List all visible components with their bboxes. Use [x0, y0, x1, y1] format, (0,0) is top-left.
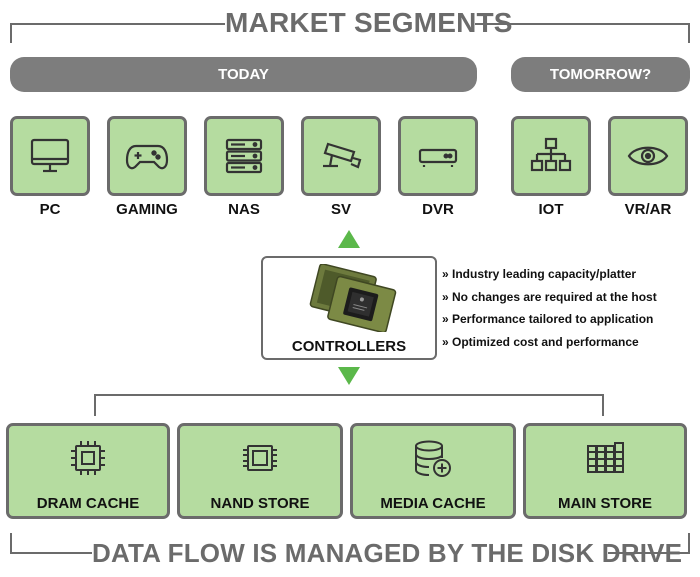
- segment-label-dvr: DVR: [422, 201, 454, 218]
- arrow-down-icon: [338, 367, 360, 385]
- controllers-label: CONTROLLERS: [291, 338, 407, 355]
- data-flow-title: DATA FLOW IS MANAGED BY THE DISK DRIVE: [92, 535, 682, 571]
- memory-chip-icon: [243, 445, 277, 471]
- benefit-item: » No changes are required at the host: [442, 289, 657, 304]
- controllers-box: CONTROLLERS: [261, 256, 437, 360]
- segment-label-nas: NAS: [228, 201, 260, 218]
- arrow-up-icon: [338, 230, 360, 248]
- segment-label-sv: SV: [330, 201, 351, 218]
- flow-media-cache: MEDIA CACHE: [350, 423, 516, 519]
- segment-label-gaming: GAMING: [116, 201, 178, 218]
- flow-label-dram-cache: DRAM CACHE: [36, 495, 140, 512]
- controller-chips-image: [309, 264, 397, 332]
- segment-vr-ar: [608, 116, 688, 196]
- segment-pc: [10, 116, 90, 196]
- chip-icon: [71, 441, 105, 475]
- segment-label-pc: PC: [39, 201, 61, 218]
- flow-label-nand-store: NAND STORE: [210, 495, 310, 512]
- benefit-item: » Industry leading capacity/platter: [442, 267, 637, 281]
- eye-icon: [627, 146, 669, 166]
- segment-dvr: [398, 116, 478, 196]
- server-rack-icon: [225, 138, 263, 174]
- network-hierarchy-icon: [530, 137, 572, 172]
- benefit-item: » Performance tailored to application: [442, 312, 654, 326]
- flow-label-main-store: MAIN STORE: [558, 495, 652, 512]
- segment-sv: [301, 116, 381, 196]
- benefit-item: » Optimized cost and performance: [442, 334, 639, 349]
- segment-nas: [204, 116, 284, 196]
- monitor-icon: [30, 138, 70, 173]
- flow-main-store: MAIN STORE: [523, 423, 687, 519]
- dvr-box-icon: [418, 148, 458, 167]
- flow-label-media-cache: MEDIA CACHE: [380, 495, 486, 512]
- flow-nand-store: NAND STORE: [177, 423, 343, 519]
- database-add-icon: [415, 440, 451, 477]
- segment-label-iot: IOT: [538, 201, 564, 218]
- market-segments-title: MARKET SEGMENTS: [225, 5, 512, 41]
- controller-benefits-list: » Industry leading capacity/platter » No…: [442, 263, 657, 353]
- storage-stack-icon: [587, 442, 624, 473]
- flow-dram-cache: DRAM CACHE: [6, 423, 170, 519]
- segment-label-vr-ar: VR/AR: [624, 201, 672, 218]
- segment-iot: [511, 116, 591, 196]
- security-camera-icon: [323, 142, 362, 169]
- segment-gaming: [107, 116, 187, 196]
- today-pill: TODAY: [10, 57, 477, 92]
- tomorrow-pill: TOMORROW?: [511, 57, 690, 92]
- gamepad-icon: [125, 144, 169, 170]
